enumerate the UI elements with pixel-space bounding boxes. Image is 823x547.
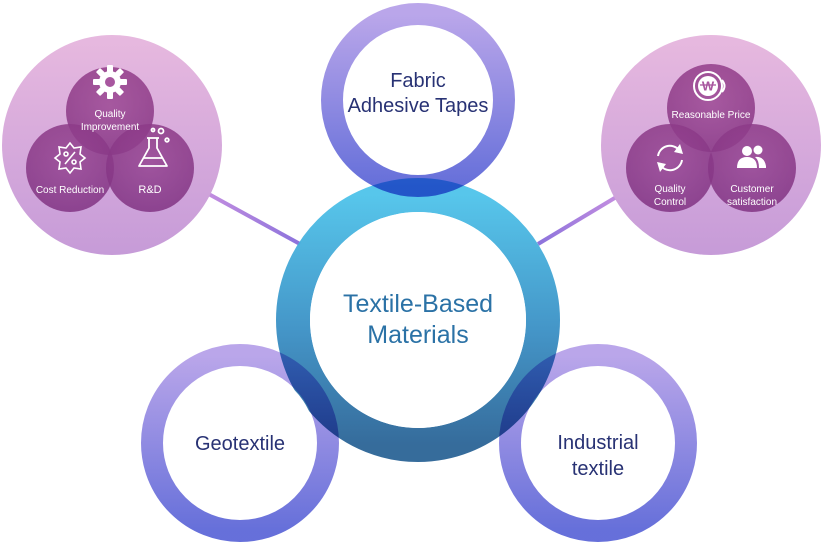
flask-icon bbox=[138, 127, 170, 167]
cost-reduction-label: Cost Reduction bbox=[36, 185, 104, 196]
reasonable-price-label: Reasonable Price bbox=[672, 110, 751, 121]
quality-improvement-label-2: Improvement bbox=[81, 122, 140, 133]
rnd-label: R&D bbox=[138, 184, 161, 196]
geotextile-ring bbox=[141, 344, 339, 542]
center-label-1: Textile-Based bbox=[343, 290, 493, 318]
users-icon bbox=[737, 145, 766, 168]
rnd-circle bbox=[106, 124, 194, 212]
quality-control-label-2: Control bbox=[654, 197, 686, 208]
quality-control-label-1: Quality bbox=[654, 184, 685, 195]
fabric-adhesive-tapes-label-2: Adhesive Tapes bbox=[348, 95, 489, 117]
customer-satisfaction-label-2: satisfaction bbox=[727, 197, 777, 208]
industrial-textile-label-2: textile bbox=[572, 458, 624, 480]
fabric-adhesive-tapes-label-1: Fabric bbox=[390, 70, 446, 92]
refresh-arrows-icon bbox=[657, 144, 683, 172]
connector-right bbox=[536, 194, 620, 246]
industrial-textile-label-1: Industrial bbox=[557, 432, 638, 454]
fabric-adhesive-tapes-ring bbox=[321, 3, 515, 197]
industrial-textile-ring bbox=[499, 344, 697, 542]
quality-control-circle bbox=[626, 124, 714, 212]
won-coin-icon: W bbox=[693, 71, 726, 101]
left-cluster: Quality Improvement Cost Reduction R&D bbox=[2, 35, 222, 255]
gear-icon bbox=[93, 65, 127, 99]
customer-satisfaction-label-1: Customer bbox=[730, 184, 774, 195]
geotextile-label: Geotextile bbox=[195, 433, 285, 455]
svg-text:W: W bbox=[702, 79, 715, 94]
percent-badge-icon bbox=[53, 141, 87, 175]
center-label-2: Materials bbox=[367, 321, 468, 349]
right-cluster: W Reasonable Price Quality Control Custo… bbox=[601, 35, 821, 255]
connector-left bbox=[204, 190, 301, 246]
cost-reduction-circle bbox=[26, 124, 114, 212]
quality-improvement-label-1: Quality bbox=[94, 109, 125, 120]
